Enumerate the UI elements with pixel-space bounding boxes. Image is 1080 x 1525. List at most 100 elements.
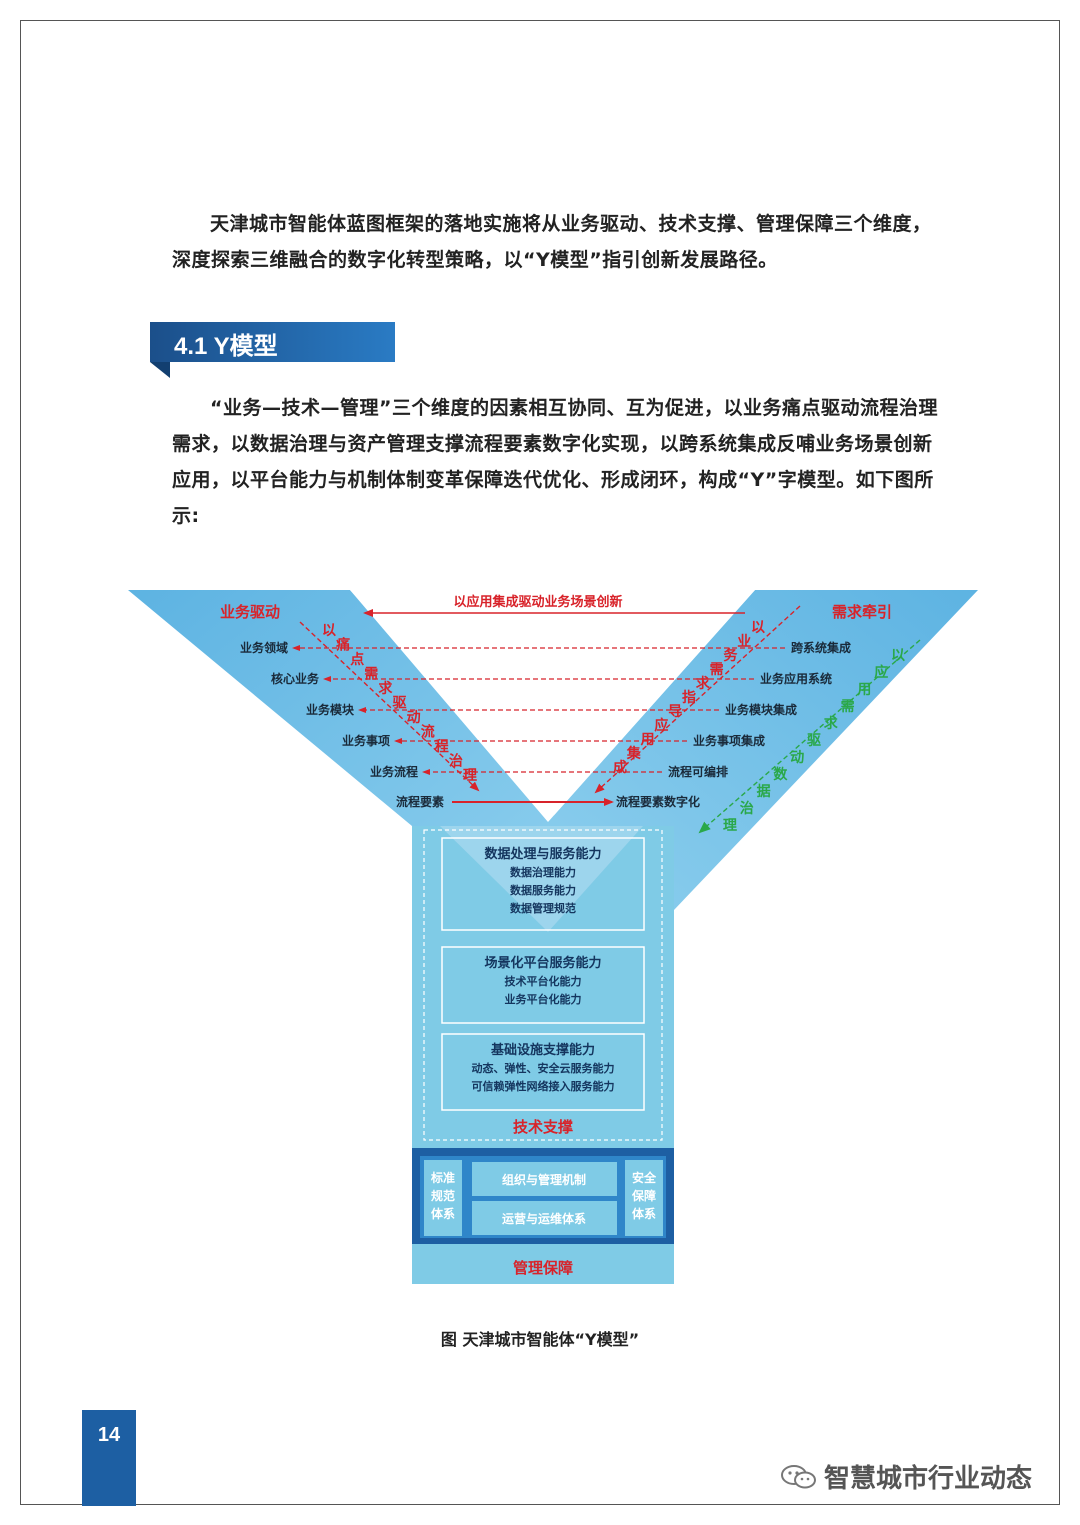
wechat-icon bbox=[781, 1464, 816, 1488]
section-heading: 4.1 Y模型 bbox=[150, 322, 395, 362]
left-diag-char-7: 动 bbox=[407, 709, 421, 726]
right-title: 需求牵引 bbox=[832, 603, 892, 621]
left-diag-char-9: 程 bbox=[435, 739, 449, 755]
left-title: 业务驱动 bbox=[220, 603, 280, 621]
tech-box-1-title: 数据处理与服务能力 bbox=[484, 846, 601, 862]
right-green-diagonal-label: 以应用需求驱动数据治理 bbox=[698, 639, 921, 834]
right-item-4: 业务事项集成 bbox=[693, 733, 765, 748]
right-item-2: 业务应用系统 bbox=[760, 671, 832, 686]
tech-box-1 bbox=[441, 837, 645, 931]
left-diag-char-8: 流 bbox=[421, 724, 435, 741]
right-green-diag-char-9: 据 bbox=[757, 783, 771, 800]
org-mechanism-label: 组织与管理机制 bbox=[502, 1172, 586, 1187]
org-mechanism-box bbox=[472, 1162, 617, 1196]
left-diag-char-1: 以 bbox=[322, 623, 336, 639]
left-diag-arrow bbox=[299, 621, 480, 792]
right-red-diag-char-6: 指 bbox=[682, 689, 696, 706]
left-item-1: 业务领域 bbox=[240, 640, 288, 655]
right-item-6: 流程要素数字化 bbox=[616, 794, 700, 809]
right-red-diag-char-4: 需 bbox=[710, 661, 724, 678]
right-red-diag-char-8: 应 bbox=[654, 717, 668, 734]
right-green-diag-char-1: 以 bbox=[891, 648, 905, 664]
tech-box-3-title: 基础设施支撑能力 bbox=[490, 1042, 595, 1058]
page-number: 14 bbox=[97, 1424, 121, 1446]
left-item-6: 流程要素 bbox=[396, 794, 444, 809]
tech-box-2-title: 场景化平台服务能力 bbox=[484, 955, 601, 971]
operation-system-box bbox=[472, 1201, 617, 1235]
left-item-4: 业务事项 bbox=[342, 733, 390, 748]
tech-box-3-line-1: 动态、弹性、安全云服务能力 bbox=[472, 1061, 615, 1075]
right-red-diag-char-1: 以 bbox=[751, 620, 765, 636]
tech-box-1-line-2: 数据服务能力 bbox=[510, 883, 576, 897]
right-red-diag-char-7: 导 bbox=[668, 704, 682, 720]
right-red-diag-arrow bbox=[594, 605, 801, 794]
security-label-line-3: 体系 bbox=[632, 1206, 656, 1221]
right-red-diag-char-3: 务 bbox=[723, 647, 738, 664]
right-green-diag-char-11: 理 bbox=[723, 818, 737, 834]
right-green-diag-char-8: 数 bbox=[773, 766, 788, 783]
standard-label-line-3: 体系 bbox=[431, 1206, 455, 1221]
right-red-diag-char-2: 业 bbox=[737, 634, 751, 650]
tech-box-3 bbox=[441, 1033, 645, 1111]
right-green-diag-arrow bbox=[698, 639, 921, 834]
figure-caption: 图 天津城市智能体“Y模型” bbox=[440, 1330, 640, 1349]
standard-box bbox=[424, 1160, 462, 1236]
security-label-line-2: 保障 bbox=[631, 1188, 656, 1203]
security-label-line-1: 安全 bbox=[632, 1170, 657, 1185]
right-red-diag-char-9: 用 bbox=[641, 732, 655, 748]
tech-box-2-line-1: 技术平台化能力 bbox=[505, 974, 582, 988]
tech-boxes: 数据处理与服务能力数据治理能力数据服务能力数据管理规范场景化平台服务能力技术平台… bbox=[441, 837, 645, 1111]
left-item-5: 业务流程 bbox=[370, 764, 418, 779]
left-item-2: 核心业务 bbox=[271, 671, 320, 686]
left-diag-char-3: 点 bbox=[350, 651, 364, 668]
right-item-5: 流程可编排 bbox=[668, 764, 728, 779]
top-arrow-label: 以应用集成驱动业务场景创新 bbox=[453, 594, 622, 610]
management-footer bbox=[412, 1244, 674, 1284]
management-label: 管理保障 bbox=[513, 1259, 573, 1277]
tech-box-2-line-2: 业务平台化能力 bbox=[505, 992, 582, 1006]
left-diag-char-6: 驱 bbox=[393, 696, 407, 712]
intro-paragraph: 天津城市智能体蓝图框架的落地实施将从业务驱动、技术支撑、管理保障三个维度，深度探… bbox=[172, 206, 947, 278]
heading-tab-decoration bbox=[150, 362, 170, 378]
tech-box-2 bbox=[441, 946, 645, 1024]
left-diag-char-4: 需 bbox=[364, 666, 378, 683]
tech-box-3-line-2: 可信赖弹性网络接入服务能力 bbox=[472, 1079, 615, 1093]
tech-box-1-line-3: 数据管理规范 bbox=[510, 901, 576, 915]
right-green-diag-char-4: 需 bbox=[841, 698, 855, 715]
right-green-diag-char-6: 驱 bbox=[807, 733, 821, 749]
standard-label-line-1: 标准 bbox=[430, 1170, 455, 1185]
page-number-tab: 14 bbox=[82, 1410, 136, 1506]
right-red-diag-char-5: 求 bbox=[696, 675, 711, 692]
tech-label: 技术支撑 bbox=[513, 1118, 573, 1136]
left-item-3: 业务模块 bbox=[306, 702, 355, 717]
page-border bbox=[20, 20, 1060, 1505]
right-green-diag-char-5: 求 bbox=[824, 715, 839, 732]
right-red-diag-char-11: 成 bbox=[613, 759, 627, 776]
left-diag-char-11: 理 bbox=[463, 768, 477, 784]
right-item-1: 跨系统集成 bbox=[791, 640, 851, 655]
right-green-diag-char-7: 动 bbox=[790, 749, 804, 766]
left-diag-char-2: 痛 bbox=[335, 637, 350, 654]
section-paragraph: “业务—技术—管理”三个维度的因素相互协同、互为促进，以业务痛点驱动流程治理需求… bbox=[172, 390, 947, 534]
right-item-3: 业务模块集成 bbox=[725, 702, 797, 717]
operation-system-label: 运营与运维体系 bbox=[502, 1211, 586, 1226]
section-text: “业务—技术—管理”三个维度的因素相互协同、互为促进，以业务痛点驱动流程治理需求… bbox=[172, 397, 938, 527]
watermark-text: 智慧城市行业动态 bbox=[824, 1464, 1033, 1494]
security-box bbox=[625, 1160, 663, 1236]
watermark: 智慧城市行业动态 bbox=[780, 1458, 1032, 1495]
intro-text: 天津城市智能体蓝图框架的落地实施将从业务驱动、技术支撑、管理保障三个维度，深度探… bbox=[172, 213, 932, 271]
left-diag-char-10: 治 bbox=[449, 753, 463, 770]
stem-triangle bbox=[440, 826, 643, 932]
right-green-diag-char-3: 用 bbox=[857, 682, 871, 698]
left-diag-char-5: 求 bbox=[378, 680, 393, 697]
tech-dashed-frame bbox=[423, 829, 663, 1141]
section-heading-text: 4.1 Y模型 bbox=[174, 333, 278, 360]
standard-label-line-2: 规范 bbox=[431, 1188, 455, 1203]
horizontal-arrows bbox=[292, 645, 785, 806]
